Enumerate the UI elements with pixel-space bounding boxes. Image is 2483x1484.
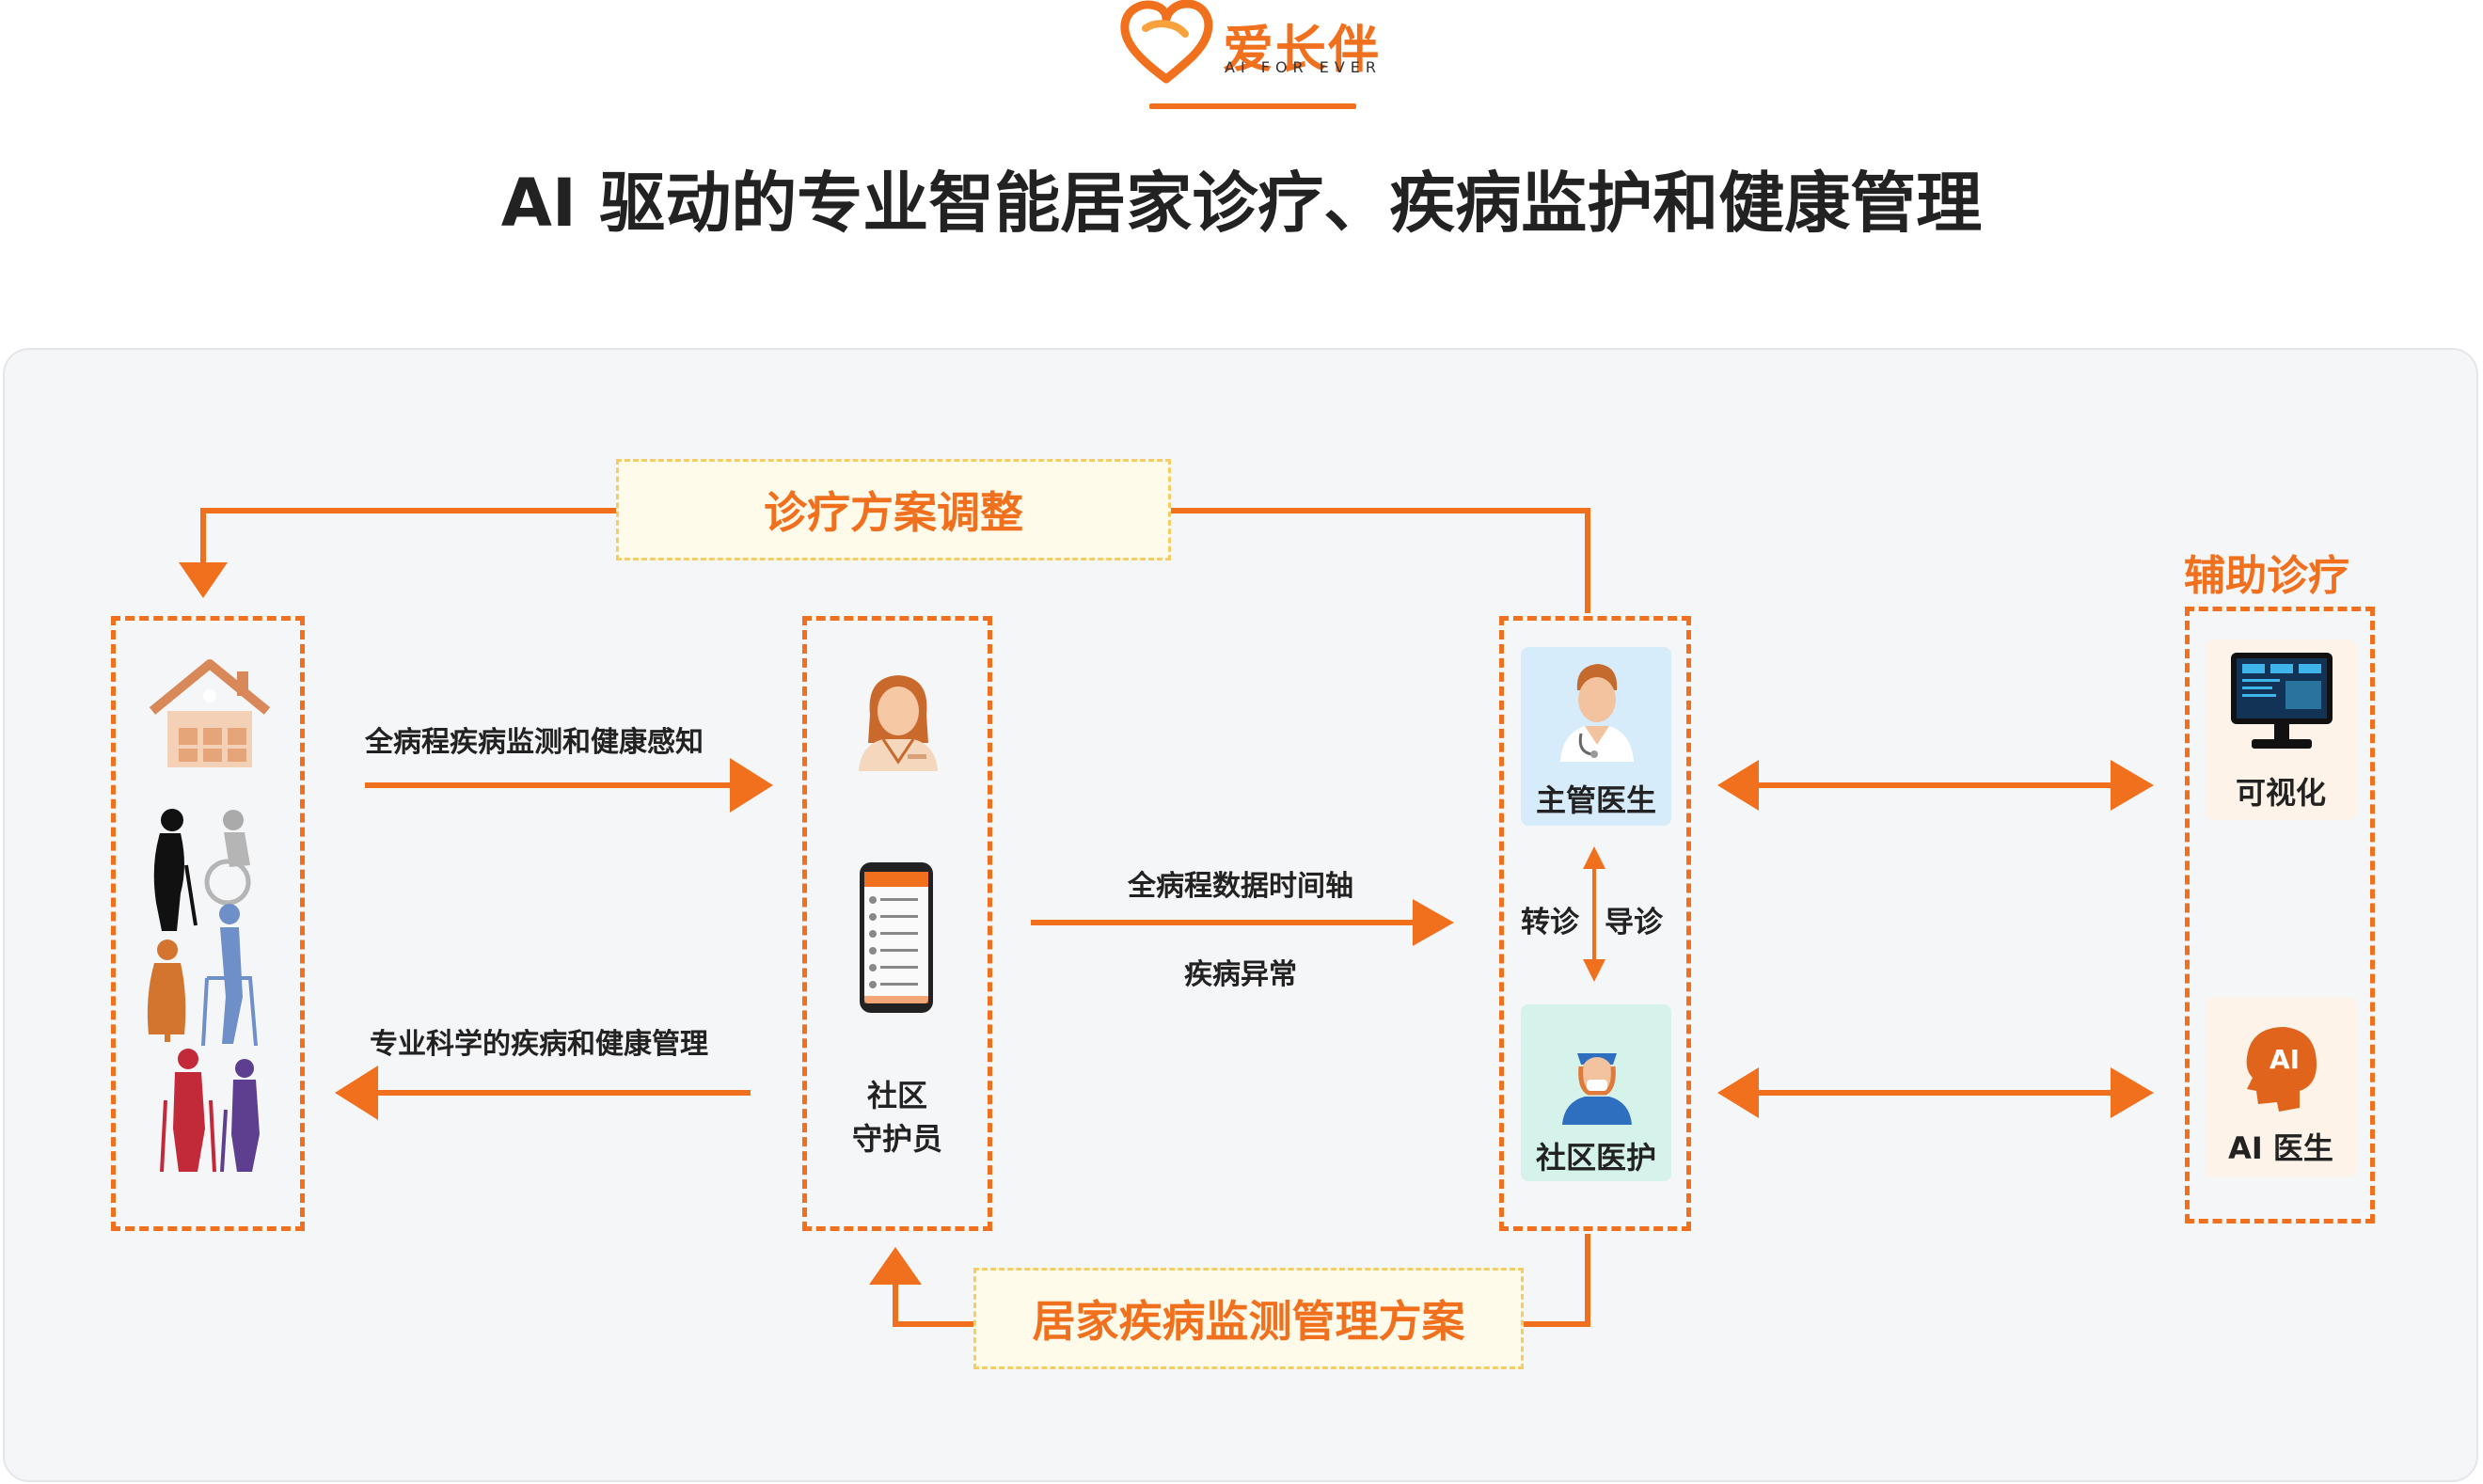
feedback-bottom-arrowhead [869, 1247, 922, 1285]
feedback-bottom-line-left [893, 1271, 973, 1327]
ai-badge-text: AI [2269, 1044, 2300, 1075]
transfer-label: 转诊 [1521, 906, 1579, 939]
assist-box [2185, 607, 2375, 1224]
flow-to-guardian-label: 全病程疾病监测和健康感知 [365, 726, 704, 759]
feedback-bottom-label: 居家疾病监测管理方案 [973, 1268, 1524, 1369]
elderly-people-icon [147, 809, 260, 1173]
ai-doctor-label: AI 医生 [2228, 1130, 2333, 1166]
guardian-avatar-icon [859, 675, 938, 771]
guide-label: 导诊 [1605, 906, 1663, 939]
guardian-box [802, 616, 992, 1231]
feedback-bottom-text: 居家疾病监测管理方案 [1032, 1296, 1465, 1347]
flow-timeline-label: 全病程数据时间轴 [1128, 870, 1353, 903]
feedback-top-arrowhead [179, 562, 228, 598]
feedback-top-line-left [200, 508, 616, 576]
community-medical-card: 社区医护 [1521, 1004, 1671, 1181]
monitor-icon [2231, 653, 2333, 749]
logo-name: 爱长伴 [1223, 20, 1381, 79]
logo-divider [1149, 103, 1356, 109]
feedback-top-label: 诊疗方案调整 [616, 459, 1171, 560]
feedback-bottom-line [1524, 1234, 1590, 1327]
community-medical-label: 社区医护 [1535, 1140, 1656, 1176]
logo-tagline: AI FOR EVER [1225, 58, 1383, 76]
feedback-top-line [1171, 508, 1590, 613]
home-icon [149, 659, 271, 767]
feedback-top-text: 诊疗方案调整 [764, 487, 1023, 538]
visualization-card: 可视化 [2206, 639, 2356, 820]
doctors-box [1499, 616, 1691, 1231]
guardian-label-line2: 守护员 [851, 1121, 942, 1157]
visualization-label: 可视化 [2235, 775, 2326, 811]
flow-abnormal-label: 疾病异常 [1184, 958, 1297, 991]
page-title: AI 驱动的专业智能居家诊疗、疾病监护和健康管理 [500, 165, 1983, 242]
nurse-avatar-icon [1562, 1053, 1632, 1125]
doctor-avatar-icon [1560, 664, 1634, 762]
ai-head-icon: AI [2246, 1027, 2317, 1112]
logo-heart-icon [1120, 0, 1213, 84]
primary-doctor-card: 主管医生 [1521, 647, 1671, 826]
guardian-label-line1: 社区 [866, 1078, 927, 1113]
patients-box [111, 616, 305, 1231]
flow-to-patients-label: 专业科学的疾病和健康管理 [370, 1028, 708, 1061]
ai-doctor-card: AI AI 医生 [2206, 997, 2356, 1177]
primary-doctor-label: 主管医生 [1535, 782, 1656, 818]
assist-title: 辅助诊疗 [2184, 552, 2349, 600]
phone-app-icon [860, 862, 933, 1013]
